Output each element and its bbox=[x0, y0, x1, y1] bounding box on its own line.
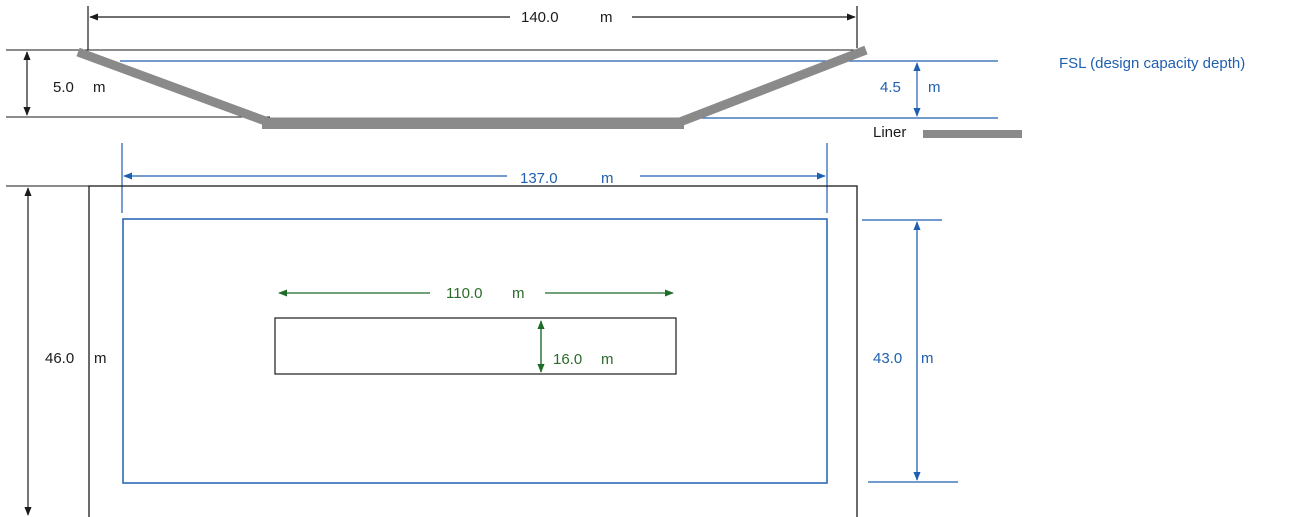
base-length-unit: m bbox=[512, 285, 525, 302]
liner-label: Liner bbox=[873, 124, 906, 141]
depth-unit: m bbox=[93, 79, 106, 96]
fsl-width-value: 43.0 bbox=[873, 350, 902, 367]
base-width-value: 16.0 bbox=[553, 351, 582, 368]
base-length-value: 110.0 bbox=[446, 285, 482, 302]
plan-view: 137.0 m 46.0 m 43.0 m 110.0 m 16.0 m bbox=[6, 143, 958, 517]
fsl-width-unit: m bbox=[921, 350, 934, 367]
fsl-length-unit: m bbox=[601, 170, 614, 187]
cross-section: 140.0 m 5.0 m FSL (design capacity depth… bbox=[6, 6, 1245, 141]
depth-value: 5.0 bbox=[53, 79, 74, 96]
base-width-unit: m bbox=[601, 351, 614, 368]
fsl-depth-value: 4.5 bbox=[880, 79, 901, 96]
fsl-length-value: 137.0 bbox=[520, 170, 558, 187]
top-width-unit: m bbox=[600, 9, 613, 26]
outer-embankment bbox=[88, 185, 858, 517]
fsl-outline bbox=[122, 218, 828, 484]
outer-width-value: 46.0 bbox=[45, 350, 74, 367]
outer-width-unit: m bbox=[94, 350, 107, 367]
fsl-label: FSL (design capacity depth) bbox=[1059, 55, 1245, 72]
liner-legend-swatch bbox=[923, 130, 1022, 138]
fsl-depth-unit: m bbox=[928, 79, 941, 96]
base-outline bbox=[274, 317, 677, 375]
top-width-value: 140.0 bbox=[521, 9, 559, 26]
